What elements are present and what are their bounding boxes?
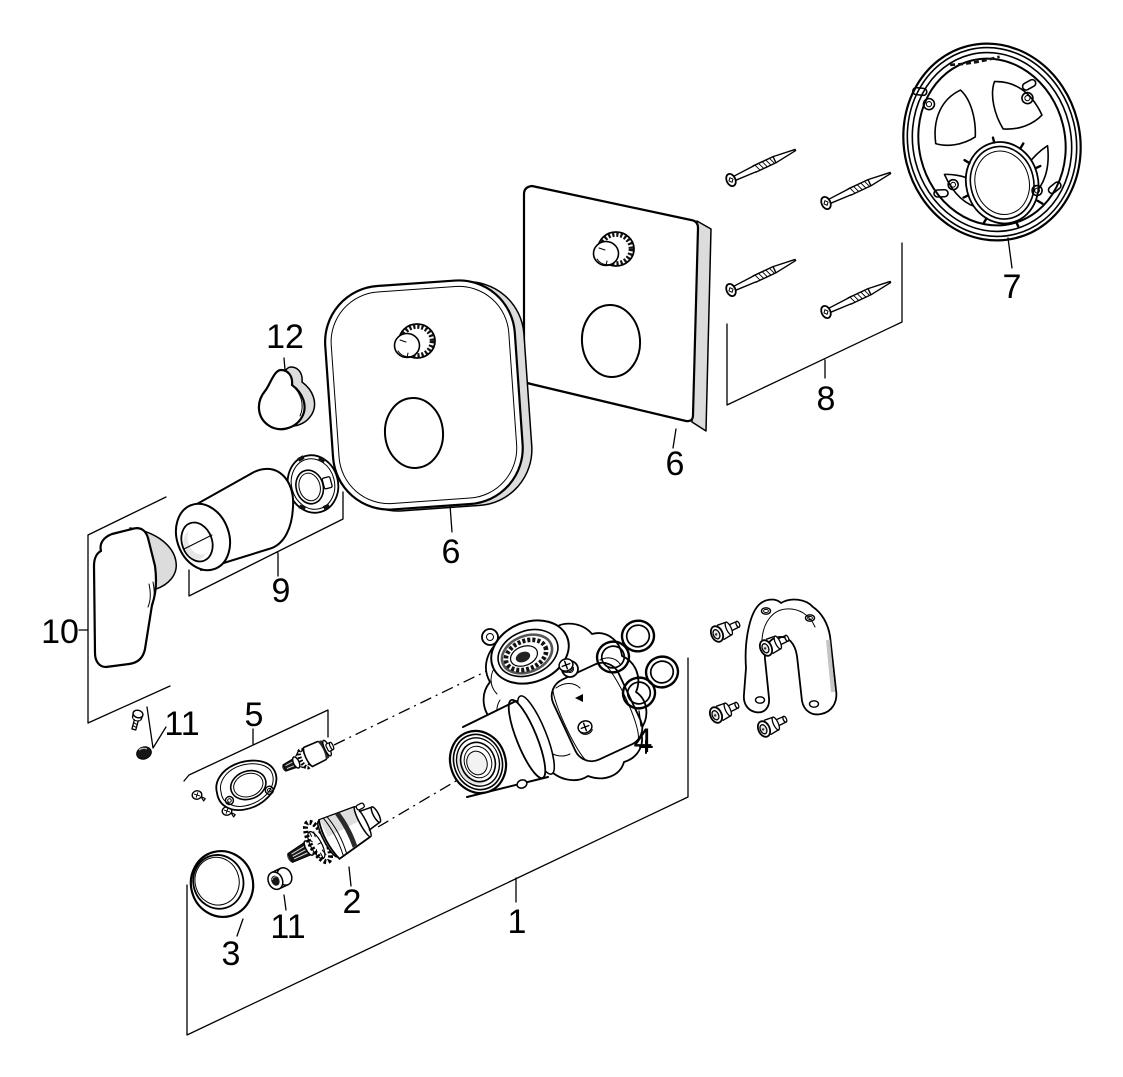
mounting-stirrup-group bbox=[706, 598, 838, 740]
leader-11-upper bbox=[146, 706, 167, 749]
leader-6-right bbox=[672, 428, 677, 449]
part-6-square-plate bbox=[522, 184, 712, 432]
leader-4 bbox=[638, 710, 642, 727]
gasket-plate bbox=[215, 759, 278, 811]
bracket-10 bbox=[78, 496, 171, 724]
leader-6-left bbox=[449, 504, 453, 533]
callout-1: 1 bbox=[508, 903, 527, 941]
callout-6-right: 6 bbox=[666, 445, 685, 483]
part-11-screw-set bbox=[131, 709, 152, 760]
callout-labels: 1 2 3 4 5 6 6 7 8 9 10 11 11 12 bbox=[41, 268, 1021, 973]
callout-3: 3 bbox=[222, 935, 241, 973]
part-9-sleeve-group bbox=[174, 454, 340, 572]
bracket-5 bbox=[183, 709, 329, 782]
axis-centerlines bbox=[333, 665, 498, 828]
body-screw bbox=[577, 720, 593, 735]
lock-ring bbox=[286, 454, 340, 514]
part-7-center-ring bbox=[962, 136, 1044, 228]
callout-10: 10 bbox=[41, 613, 79, 651]
handle-hole bbox=[383, 397, 445, 469]
bracket-9 bbox=[188, 491, 344, 597]
valve-chamber bbox=[550, 661, 644, 763]
leader-7 bbox=[1007, 237, 1013, 269]
part-8-screws bbox=[723, 143, 894, 321]
part-7-mounting-plate bbox=[902, 42, 1082, 242]
callout-4: 4 bbox=[634, 722, 653, 760]
bracket-8 bbox=[726, 242, 903, 406]
handle-hole bbox=[580, 304, 642, 378]
plus-mark bbox=[639, 740, 653, 754]
bracket-1 bbox=[186, 657, 689, 1036]
leader-2 bbox=[348, 866, 352, 887]
part-10-lever-handle bbox=[92, 527, 177, 669]
callout-11-lower: 11 bbox=[270, 908, 305, 946]
arrow-mark bbox=[575, 694, 583, 702]
leader-12 bbox=[283, 357, 286, 371]
leader-3 bbox=[236, 918, 244, 937]
part-5-diverter-group bbox=[190, 739, 335, 820]
callout-12: 12 bbox=[266, 318, 304, 356]
part-2-cartridge bbox=[287, 802, 382, 865]
part-1-valve-body bbox=[448, 619, 653, 798]
leader-11-lower bbox=[283, 894, 287, 911]
callout-6-left: 6 bbox=[442, 533, 461, 571]
callout-11-upper: 11 bbox=[164, 705, 199, 743]
part-6-rounded-plate bbox=[324, 279, 533, 512]
diverter-cartridge bbox=[282, 739, 335, 772]
part-12-diverter-knob bbox=[257, 366, 316, 431]
callout-8: 8 bbox=[817, 380, 836, 418]
callout-9: 9 bbox=[272, 572, 291, 610]
callout-2: 2 bbox=[343, 883, 362, 921]
body-screw bbox=[558, 658, 574, 673]
part-11-bushing bbox=[267, 867, 293, 891]
callout-5: 5 bbox=[245, 696, 264, 734]
callout-7: 7 bbox=[1003, 268, 1022, 306]
part-3-trim-ring bbox=[189, 850, 255, 918]
